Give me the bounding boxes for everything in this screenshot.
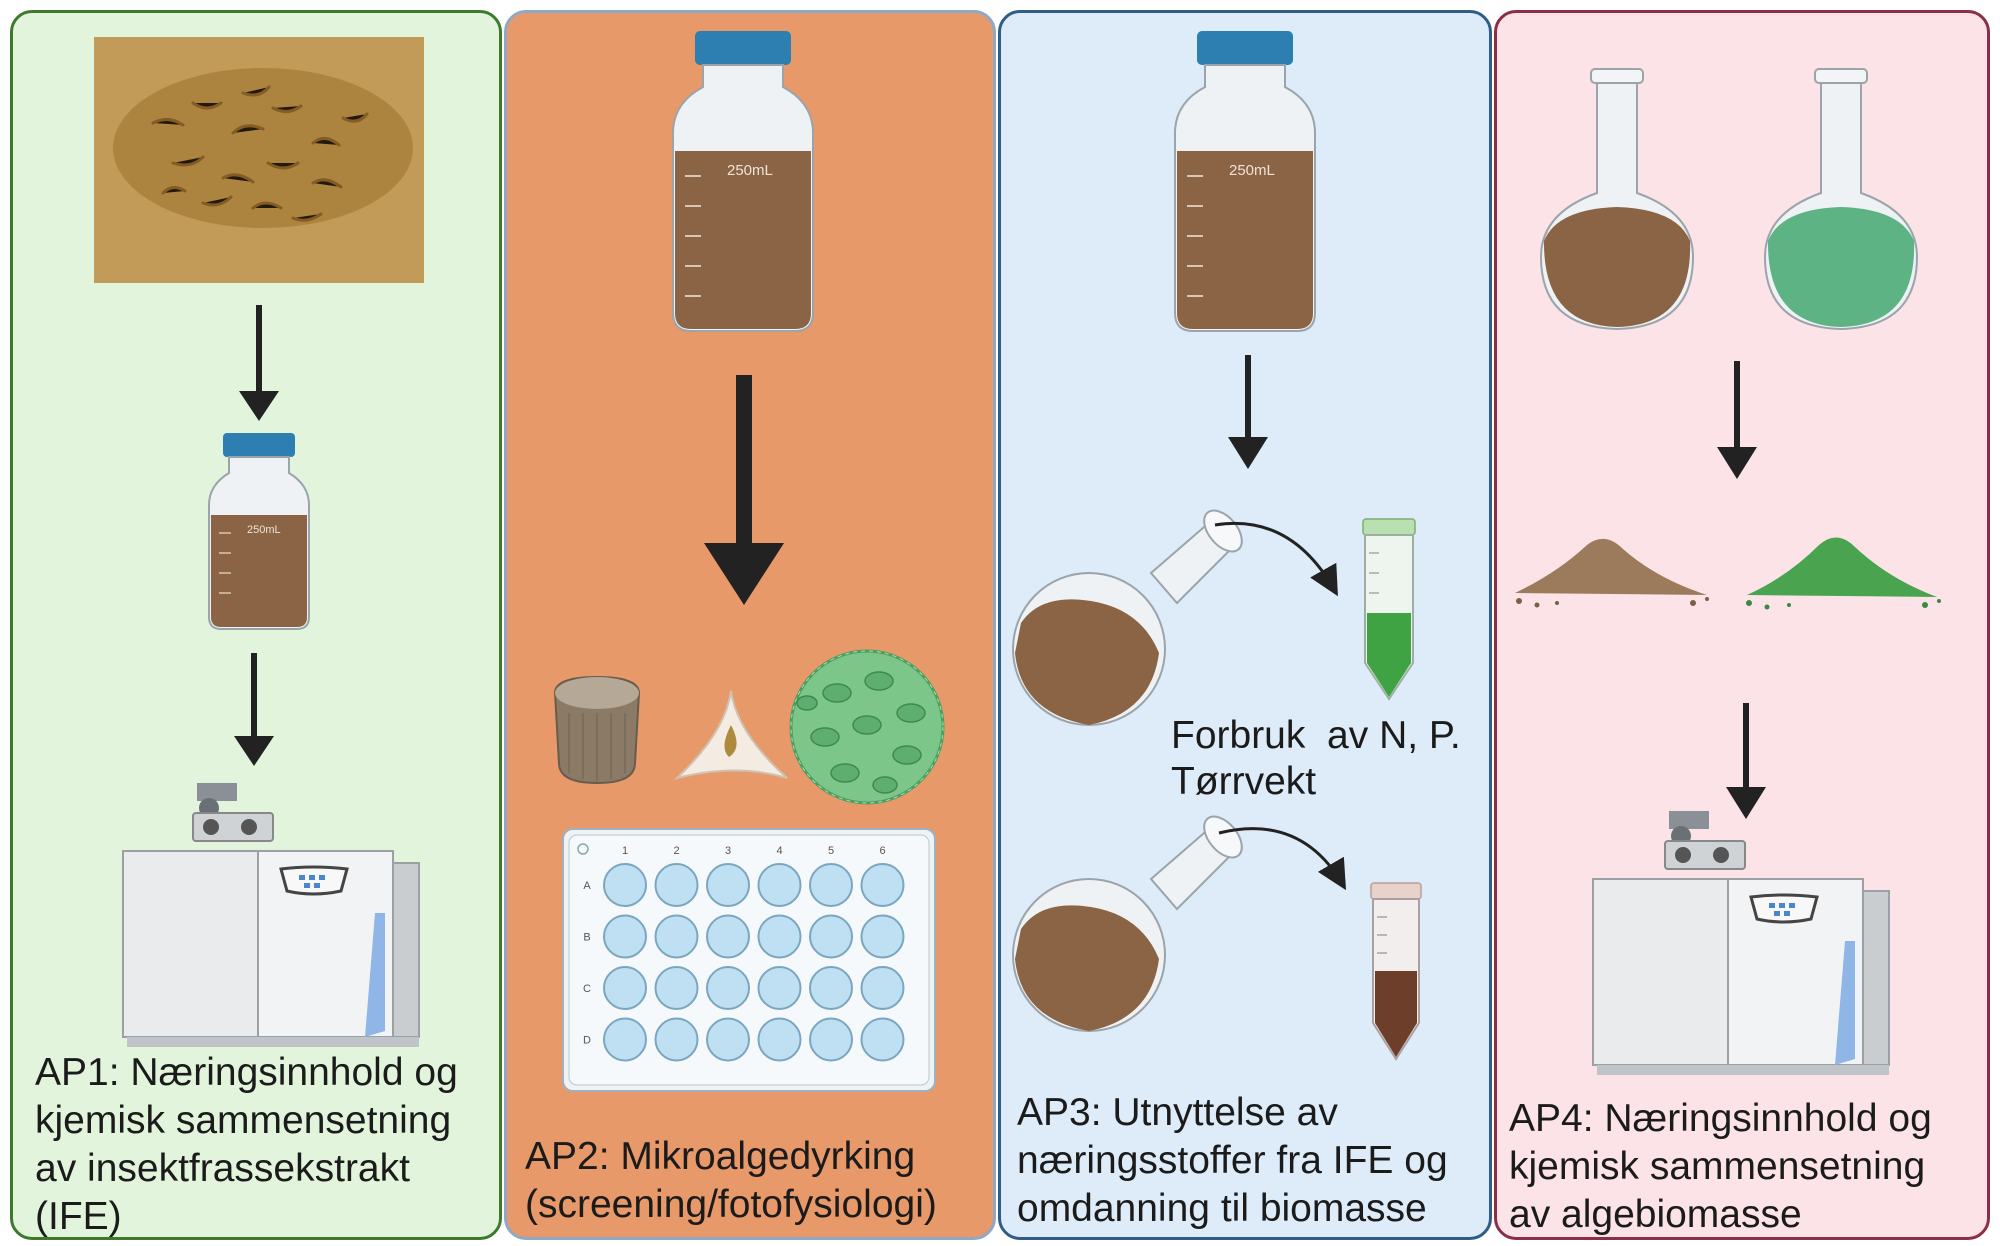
ap4-caption: AP4: Næringsinnhold og kjemisk sammenset… (1509, 1097, 1932, 1236)
plate-column-label: 6 (879, 845, 885, 857)
plate-well (654, 966, 699, 1010)
plate-well (809, 914, 853, 959)
plate-well (706, 1017, 750, 1062)
measurement-label: Forbruk av N, P. Tørrvekt (1171, 714, 1461, 803)
bottle-volume-label: 250mL (247, 524, 281, 536)
plate-well (860, 863, 905, 907)
plate-column-label: 2 (673, 845, 679, 857)
plate-well (757, 1017, 802, 1062)
ap3-caption: AP3: Utnyttelse av næringsstoffer fra IF… (1017, 1091, 1448, 1230)
ap2-caption: AP2: Mikroalgedyrking (screening/fotofys… (525, 1135, 937, 1226)
plate-column-label: 4 (776, 845, 782, 857)
bottle-volume-label: 250mL (727, 162, 773, 179)
green-biomass-powder-icon (1746, 537, 1941, 610)
plate-well (603, 914, 647, 959)
plate-well (603, 1017, 647, 1062)
plate-well (860, 914, 905, 959)
green-sample-tube-icon (1362, 518, 1416, 701)
plate-well (757, 966, 802, 1010)
curved-arrow-icon (1214, 521, 1338, 597)
analyzer-instrument-icon (1592, 811, 1890, 1075)
curved-arrow-icon (1218, 827, 1347, 891)
brown-sample-tube-icon (1370, 882, 1422, 1061)
plate-well (809, 966, 853, 1010)
bottle-icon: 250mL (672, 31, 814, 332)
plate-well (654, 1017, 699, 1062)
brown-biomass-powder-icon (1515, 538, 1709, 608)
plate-well (654, 863, 699, 907)
spherical-microalga-icon (789, 649, 945, 805)
plate-well (809, 1017, 853, 1062)
cylindrical-microalga-icon (553, 675, 641, 785)
plate-well (654, 914, 699, 959)
pouring-flask-icon (1012, 815, 1243, 1032)
analyzer-instrument-icon (122, 783, 420, 1047)
green-round-flask-icon (1763, 68, 1919, 331)
bottle-icon: 250mL (208, 433, 310, 630)
plate-well (603, 966, 647, 1010)
down-arrow-icon (1726, 703, 1766, 819)
plate-column-label: 5 (828, 845, 834, 857)
plate-well (706, 863, 750, 907)
plate-row-label: B (583, 932, 590, 944)
plate-well (860, 1017, 905, 1062)
plate-well (706, 914, 750, 959)
plate-well (757, 863, 802, 907)
bottle-icon: 250mL (1174, 31, 1316, 332)
plate-well (757, 914, 802, 959)
triangular-microalga-icon (673, 690, 788, 780)
plate-row-label: A (583, 880, 591, 892)
down-arrow-icon (1228, 355, 1268, 469)
plate-well (809, 863, 853, 907)
down-arrow-icon (234, 653, 274, 766)
plate-well (860, 966, 905, 1010)
ap1-caption: AP1: Næringsinnhold og kjemisk sammenset… (35, 1051, 458, 1238)
down-arrow-icon (239, 305, 279, 421)
bottle-volume-label: 250mL (1229, 162, 1275, 179)
panel-ap3: 250mL (998, 10, 1492, 1240)
brown-round-flask-icon (1539, 68, 1695, 331)
plate-column-label: 1 (622, 845, 628, 857)
panel-ap4: AP4: Næringsinnhold og kjemisk sammenset… (1494, 10, 1990, 1240)
panel-ap1: 250mL AP1: Næringsinnhold og kjemisk sam… (10, 10, 502, 1240)
panel-ap2: 250mL (504, 10, 996, 1240)
down-arrow-icon (1717, 361, 1757, 479)
insect-frass-photo (94, 37, 424, 283)
plate-row-label: D (583, 1035, 591, 1047)
plate-row-label: C (583, 983, 591, 995)
plate-well (603, 863, 647, 907)
down-arrow-icon (704, 375, 784, 605)
well-plate: 1 2 3 4 5 6 A B C D (562, 828, 936, 1092)
plate-column-label: 3 (725, 845, 731, 857)
pouring-flask-icon (1012, 509, 1243, 726)
plate-well (706, 966, 750, 1010)
